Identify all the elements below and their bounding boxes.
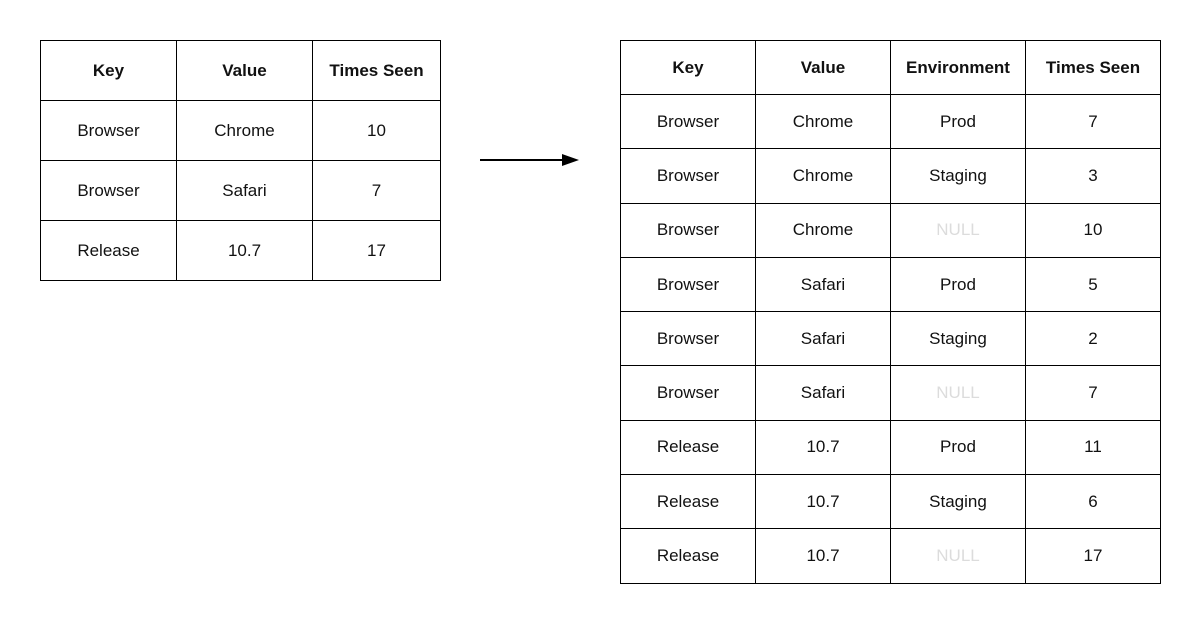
- header-times-seen: Times Seen: [1025, 40, 1161, 95]
- header-times-seen: Times Seen: [312, 40, 441, 101]
- right-arrow-icon: [480, 154, 579, 166]
- cell-environment: Staging: [890, 311, 1026, 367]
- cell-environment-null: NULL: [890, 528, 1026, 584]
- table-row: Release 10.7 Prod 11: [620, 419, 1161, 476]
- table-row: Browser Chrome Prod 7: [620, 93, 1161, 150]
- cell-times-seen: 10: [1025, 202, 1161, 258]
- cell-key: Release: [620, 528, 756, 584]
- cell-environment: Staging: [890, 474, 1026, 530]
- header-environment: Environment: [890, 40, 1026, 95]
- table-row: Release 10.7 17: [40, 220, 441, 281]
- header-key: Key: [40, 40, 177, 101]
- cell-times-seen: 7: [1025, 93, 1161, 150]
- cell-times-seen: 17: [1025, 528, 1161, 584]
- cell-times-seen: 11: [1025, 419, 1161, 476]
- header-value: Value: [176, 40, 313, 101]
- table-row: Release 10.7 Staging 6: [620, 474, 1161, 530]
- cell-value: Chrome: [755, 93, 891, 150]
- cell-key: Browser: [620, 365, 756, 421]
- cell-environment: Prod: [890, 93, 1026, 150]
- table-header-row: Key Value Times Seen: [40, 40, 441, 101]
- cell-value: Chrome: [176, 100, 313, 161]
- table-row: Browser Safari 7: [40, 160, 441, 221]
- expanded-table: Key Value Environment Times Seen Browser…: [620, 40, 1161, 584]
- arrow-head: [562, 154, 579, 166]
- cell-environment: Prod: [890, 256, 1026, 313]
- cell-times-seen: 3: [1025, 148, 1161, 204]
- cell-value: 10.7: [176, 220, 313, 281]
- table-header-row: Key Value Environment Times Seen: [620, 40, 1161, 95]
- cell-value: 10.7: [755, 474, 891, 530]
- cell-environment-null: NULL: [890, 202, 1026, 258]
- table-row: Browser Safari Prod 5: [620, 256, 1161, 313]
- cell-key: Browser: [620, 148, 756, 204]
- cell-times-seen: 6: [1025, 474, 1161, 530]
- table-row: Browser Chrome 10: [40, 100, 441, 161]
- cell-value: 10.7: [755, 528, 891, 584]
- cell-value: Safari: [176, 160, 313, 221]
- cell-key: Browser: [620, 93, 756, 150]
- cell-value: Safari: [755, 311, 891, 367]
- cell-key: Browser: [40, 100, 177, 161]
- cell-value: 10.7: [755, 419, 891, 476]
- source-table: Key Value Times Seen Browser Chrome 10 B…: [40, 40, 441, 281]
- table-row: Browser Chrome Staging 3: [620, 148, 1161, 204]
- cell-value: Safari: [755, 256, 891, 313]
- cell-key: Release: [620, 474, 756, 530]
- cell-key: Release: [620, 419, 756, 476]
- cell-value: Chrome: [755, 148, 891, 204]
- cell-value: Safari: [755, 365, 891, 421]
- header-key: Key: [620, 40, 756, 95]
- cell-times-seen: 2: [1025, 311, 1161, 367]
- cell-environment-null: NULL: [890, 365, 1026, 421]
- header-value: Value: [755, 40, 891, 95]
- cell-times-seen: 10: [312, 100, 441, 161]
- cell-value: Chrome: [755, 202, 891, 258]
- table-row: Browser Safari Staging 2: [620, 311, 1161, 367]
- cell-times-seen: 7: [1025, 365, 1161, 421]
- cell-times-seen: 5: [1025, 256, 1161, 313]
- cell-key: Browser: [620, 256, 756, 313]
- table-row: Release 10.7 NULL 17: [620, 528, 1161, 584]
- table-row: Browser Chrome NULL 10: [620, 202, 1161, 258]
- cell-times-seen: 17: [312, 220, 441, 281]
- cell-key: Browser: [40, 160, 177, 221]
- cell-key: Browser: [620, 202, 756, 258]
- cell-environment: Staging: [890, 148, 1026, 204]
- cell-key: Browser: [620, 311, 756, 367]
- cell-times-seen: 7: [312, 160, 441, 221]
- cell-environment: Prod: [890, 419, 1026, 476]
- cell-key: Release: [40, 220, 177, 281]
- table-row: Browser Safari NULL 7: [620, 365, 1161, 421]
